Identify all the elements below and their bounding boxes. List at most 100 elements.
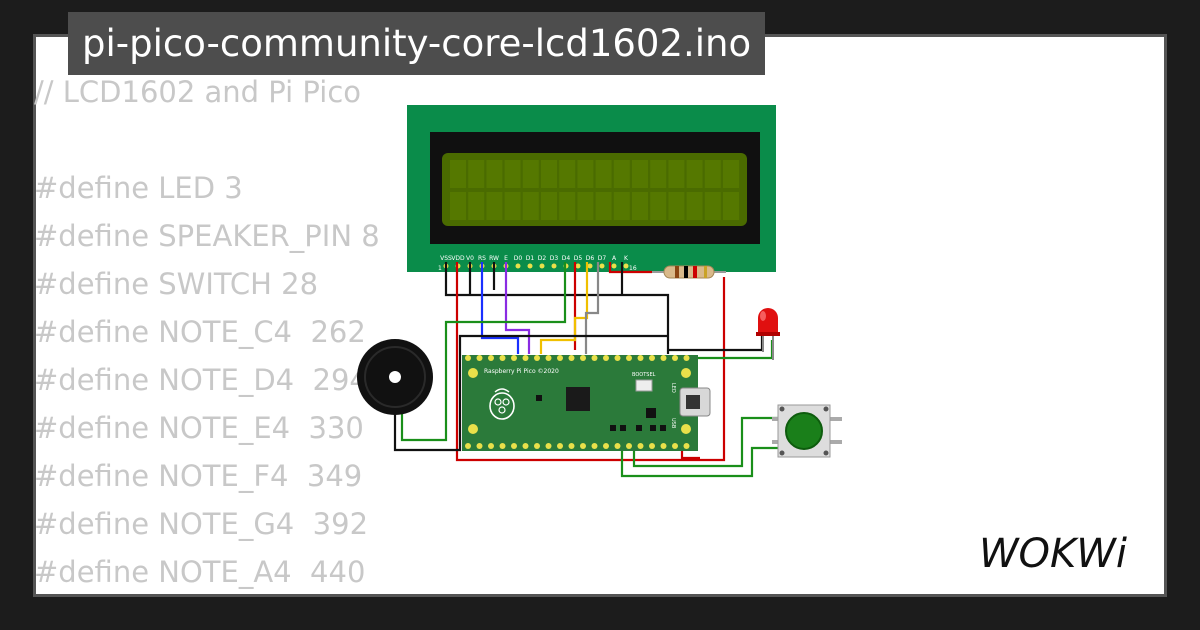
lcd-character-cell [595,192,612,220]
pico-pin [568,355,575,361]
lcd-character-cell [541,160,557,188]
wire-black-led [668,336,764,352]
lcd-pin-label: D7 [598,255,607,262]
lcd-pin [515,263,521,269]
pico-pin [580,443,586,449]
lcd-character-cell [577,160,594,188]
lcd-character-cell [468,192,485,220]
lcd-pin-label: A [612,255,617,262]
lcd-character-grid [450,160,739,220]
code-line: // LCD1602 and Pi Pico [34,75,362,109]
lcd-character-cell [504,192,521,220]
lcd-pin-label: D2 [538,255,547,262]
pushbutton[interactable] [772,404,842,458]
lcd-character-cell [486,192,503,220]
pico-pin [534,443,540,449]
pico-pin [591,355,598,361]
pico-pin [522,443,529,449]
lcd-character-cell [650,192,667,220]
lcd-pin-label: D1 [526,255,535,262]
pico-pin [672,355,678,361]
pico-pin [476,355,483,361]
mount-hole [468,424,478,434]
code-line: #define SPEAKER_PIN 8 [34,219,380,253]
pico-pin [465,355,471,361]
pico-pin [557,443,563,449]
wire-green-switch [620,440,782,478]
pico-pin [545,443,552,449]
lcd-character-cell [504,160,521,188]
mount-hole [468,368,478,378]
lcd-pin-label: V0 [466,255,474,262]
code-snippet: // LCD1602 and Pi Pico #define LED 3 #de… [34,68,380,596]
pico-pin [683,443,690,449]
lcd-pin [587,263,593,269]
code-line: #define NOTE_C4 262 [34,315,366,349]
lcd-pin-number-first: 1 [438,265,442,272]
lcd-character-cell [613,192,630,220]
pico-pin [465,443,471,449]
pico-pin [672,443,678,449]
lcd-pin-label: D5 [574,255,583,262]
lcd-character-cell [450,160,466,188]
lcd-character-cell [632,160,648,188]
pico-pin [488,443,494,449]
code-line: #define LED 3 [34,171,243,205]
pico-pin [511,443,517,449]
lcd-character-cell [632,192,648,220]
raspberry-pi-pico[interactable]: Raspberry Pi Pico ©2020 BOOTSEL LED USB [462,355,711,451]
lcd-pin-label: RS [478,255,486,262]
lcd-character-cell [468,160,485,188]
raspberry-logo-icon [489,388,515,420]
code-line: #define SWITCH 28 [34,267,319,301]
pico-pin [603,355,609,361]
pico-pin [499,443,506,449]
lcd-pin [623,263,629,269]
bootsel-button [635,379,653,392]
mount-hole [681,424,691,434]
wire-gray-d7 [584,262,600,354]
pico-pin [580,355,586,361]
pico-top-pins [465,355,690,361]
pico-pin [649,355,655,361]
lcd-pin [551,263,557,269]
led-label: LED [670,383,676,393]
pico-pin [534,355,540,361]
lcd-character-cell [704,192,721,220]
lcd-pin-number-last: 16 [629,265,637,272]
lcd-pin-label: E [504,255,508,262]
wire-black-vss [444,262,670,354]
lcd-pin-label: D6 [586,255,595,262]
lcd-pin [539,263,545,269]
pico-pin [603,443,609,449]
pico-pin [499,355,506,361]
lcd-pin [599,263,605,269]
lcd-pin [527,263,533,269]
code-line: #define NOTE_F4 349 [34,459,363,493]
wire-green-d4 [400,262,567,442]
resistor[interactable] [652,265,726,279]
lcd-character-cell [486,160,503,188]
red-led[interactable] [756,308,780,360]
lcd-character-cell [686,192,703,220]
lcd-character-cell [613,160,630,188]
pico-pin [614,443,621,449]
usb-label: USB [670,418,676,429]
wire-red-vdd [455,262,726,462]
lcd-character-cell [668,192,685,220]
mount-hole [681,368,691,378]
lcd-pin-label: D4 [562,255,571,262]
lcd-pin-label: VDD [451,255,465,262]
pico-pin [660,443,667,449]
piezo-buzzer[interactable] [357,339,433,415]
wire-green-switch-2 [632,416,782,468]
lcd-pin [575,263,581,269]
lcd-pin [611,263,617,269]
pico-pin [649,443,655,449]
pico-pin [626,443,632,449]
wire-blue-rs [480,262,520,354]
wire-red-a [608,262,652,274]
